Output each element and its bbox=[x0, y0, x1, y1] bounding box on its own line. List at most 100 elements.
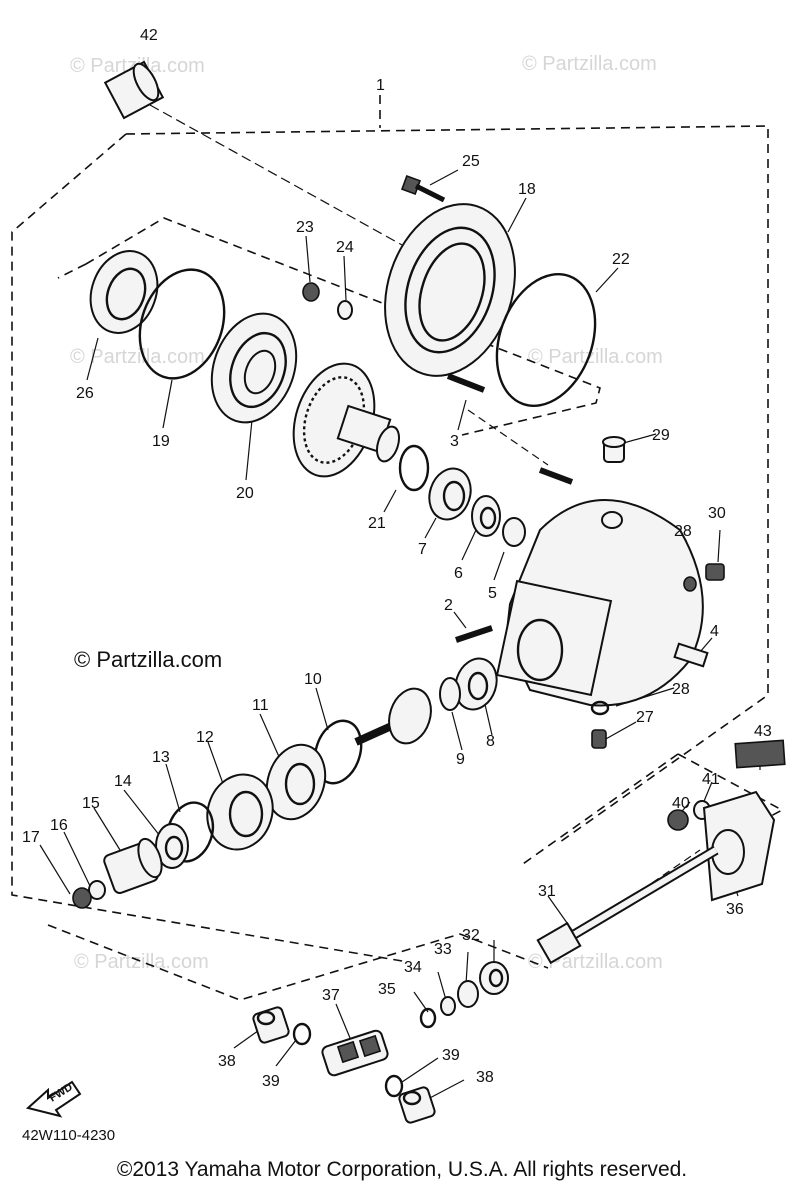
part-washer-34 bbox=[440, 996, 456, 1016]
callout-22: 22 bbox=[612, 251, 630, 268]
part-oil-seal-26 bbox=[89, 250, 159, 334]
part-shim-33 bbox=[457, 980, 479, 1008]
callout-20: 20 bbox=[236, 485, 254, 502]
part-nut-40 bbox=[667, 809, 689, 831]
part-nut-17 bbox=[72, 887, 92, 909]
part-stud-3 bbox=[446, 373, 574, 485]
part-code: 42W110-4230 bbox=[22, 1127, 115, 1144]
part-bolt-25 bbox=[401, 175, 446, 203]
callout-7: 7 bbox=[418, 541, 427, 558]
fwd-arrow-icon: FWD bbox=[25, 1080, 82, 1118]
part-washer-24 bbox=[337, 300, 353, 320]
part-bearing-6 bbox=[471, 495, 501, 537]
part-o-ring-22 bbox=[495, 272, 597, 408]
watermark-text: © Partzilla.com bbox=[70, 346, 205, 368]
callout-38: 38 bbox=[218, 1053, 236, 1070]
callout-43: 43 bbox=[754, 723, 772, 740]
callout-36: 36 bbox=[726, 901, 744, 918]
callout-9: 9 bbox=[456, 751, 465, 768]
callout-13: 13 bbox=[152, 749, 170, 766]
part-pinion-gear bbox=[354, 687, 432, 746]
watermark-text: © Partzilla.com bbox=[522, 53, 657, 75]
callout-26: 26 bbox=[76, 385, 94, 402]
part-shim-21 bbox=[398, 444, 430, 492]
callout-42: 42 bbox=[140, 27, 158, 44]
callout-33: 33 bbox=[434, 941, 452, 958]
part-bearing-38-right bbox=[398, 1086, 436, 1124]
part-retainer-12 bbox=[206, 773, 274, 851]
part-o-ring-19 bbox=[138, 268, 226, 380]
callout-17: 17 bbox=[22, 829, 40, 846]
callout-40: 40 bbox=[672, 795, 690, 812]
callout-2: 2 bbox=[444, 597, 453, 614]
part-bolt-30 bbox=[705, 563, 725, 581]
callout-6: 6 bbox=[454, 565, 463, 582]
copyright-notice: ©2013 Yamaha Motor Corporation, U.S.A. A… bbox=[116, 1158, 688, 1181]
part-circlip-39-right bbox=[384, 1074, 404, 1098]
part-ring-gear bbox=[292, 362, 401, 478]
callout-39b: 39 bbox=[442, 1047, 460, 1064]
callout-29: 29 bbox=[652, 427, 670, 444]
callout-19: 19 bbox=[152, 433, 170, 450]
watermark-text: © Partzilla.com bbox=[528, 346, 663, 368]
part-drive-shaft-31 bbox=[536, 845, 719, 965]
callouts: 42 1 25 18 23 24 22 26 19 20 3 21 7 6 5 … bbox=[22, 27, 772, 1090]
callout-14: 14 bbox=[114, 773, 132, 790]
watermark-text: © Partzilla.com bbox=[74, 951, 209, 973]
part-bearing-housing-18 bbox=[384, 203, 516, 377]
callout-28b: 28 bbox=[672, 681, 690, 698]
callout-10: 10 bbox=[304, 671, 322, 688]
assembly-outline bbox=[11, 95, 784, 1001]
part-shim-9 bbox=[439, 677, 461, 711]
part-bearing-20 bbox=[210, 312, 298, 424]
callout-34: 34 bbox=[404, 959, 422, 976]
callout-32: 32 bbox=[462, 927, 480, 944]
callout-25: 25 bbox=[462, 153, 480, 170]
part-bearing-11 bbox=[265, 743, 327, 821]
part-washer-16 bbox=[88, 880, 106, 900]
callout-37: 37 bbox=[322, 987, 340, 1004]
part-universal-joint-37 bbox=[321, 1029, 389, 1077]
part-cap-29 bbox=[602, 436, 626, 463]
part-washer-28b bbox=[590, 700, 610, 716]
callout-38b: 38 bbox=[476, 1069, 494, 1086]
watermarks: © Partzilla.com © Partzilla.com © Partzi… bbox=[70, 53, 683, 973]
part-plug-27 bbox=[591, 729, 607, 749]
callout-16: 16 bbox=[50, 817, 68, 834]
callout-39: 39 bbox=[262, 1073, 280, 1090]
part-collar-32 bbox=[479, 961, 509, 995]
part-coupling-15 bbox=[103, 837, 163, 894]
callout-24: 24 bbox=[336, 239, 354, 256]
callout-30: 30 bbox=[708, 505, 726, 522]
callout-11: 11 bbox=[252, 697, 269, 714]
callout-27: 27 bbox=[636, 709, 654, 726]
callout-21: 21 bbox=[368, 515, 386, 532]
part-collar-5 bbox=[502, 517, 526, 547]
part-circlip-35 bbox=[419, 1007, 437, 1029]
callout-4: 4 bbox=[710, 623, 719, 640]
part-pin-4 bbox=[673, 642, 709, 668]
part-nut-23 bbox=[302, 282, 320, 302]
part-washer-28 bbox=[683, 576, 697, 592]
callout-28: 28 bbox=[674, 523, 692, 540]
part-bearing-8 bbox=[454, 657, 498, 711]
callout-1: 1 bbox=[376, 77, 385, 94]
part-label-43 bbox=[734, 739, 786, 769]
part-circlip-39-left bbox=[292, 1022, 312, 1046]
callout-31: 31 bbox=[538, 883, 556, 900]
callout-15: 15 bbox=[82, 795, 100, 812]
part-bearing-7 bbox=[428, 467, 472, 521]
part-o-ring-10 bbox=[313, 719, 363, 785]
callout-41: 41 bbox=[702, 771, 720, 788]
callout-3: 3 bbox=[450, 433, 459, 450]
callout-8: 8 bbox=[486, 733, 495, 750]
callout-5: 5 bbox=[488, 585, 497, 602]
callout-12: 12 bbox=[196, 729, 214, 746]
callout-23: 23 bbox=[296, 219, 314, 236]
callout-18: 18 bbox=[518, 181, 536, 198]
watermark-main: © Partzilla.com bbox=[74, 647, 222, 672]
part-bearing-38-left bbox=[252, 1006, 290, 1044]
part-stud-2 bbox=[455, 625, 493, 643]
callout-35: 35 bbox=[378, 981, 396, 998]
